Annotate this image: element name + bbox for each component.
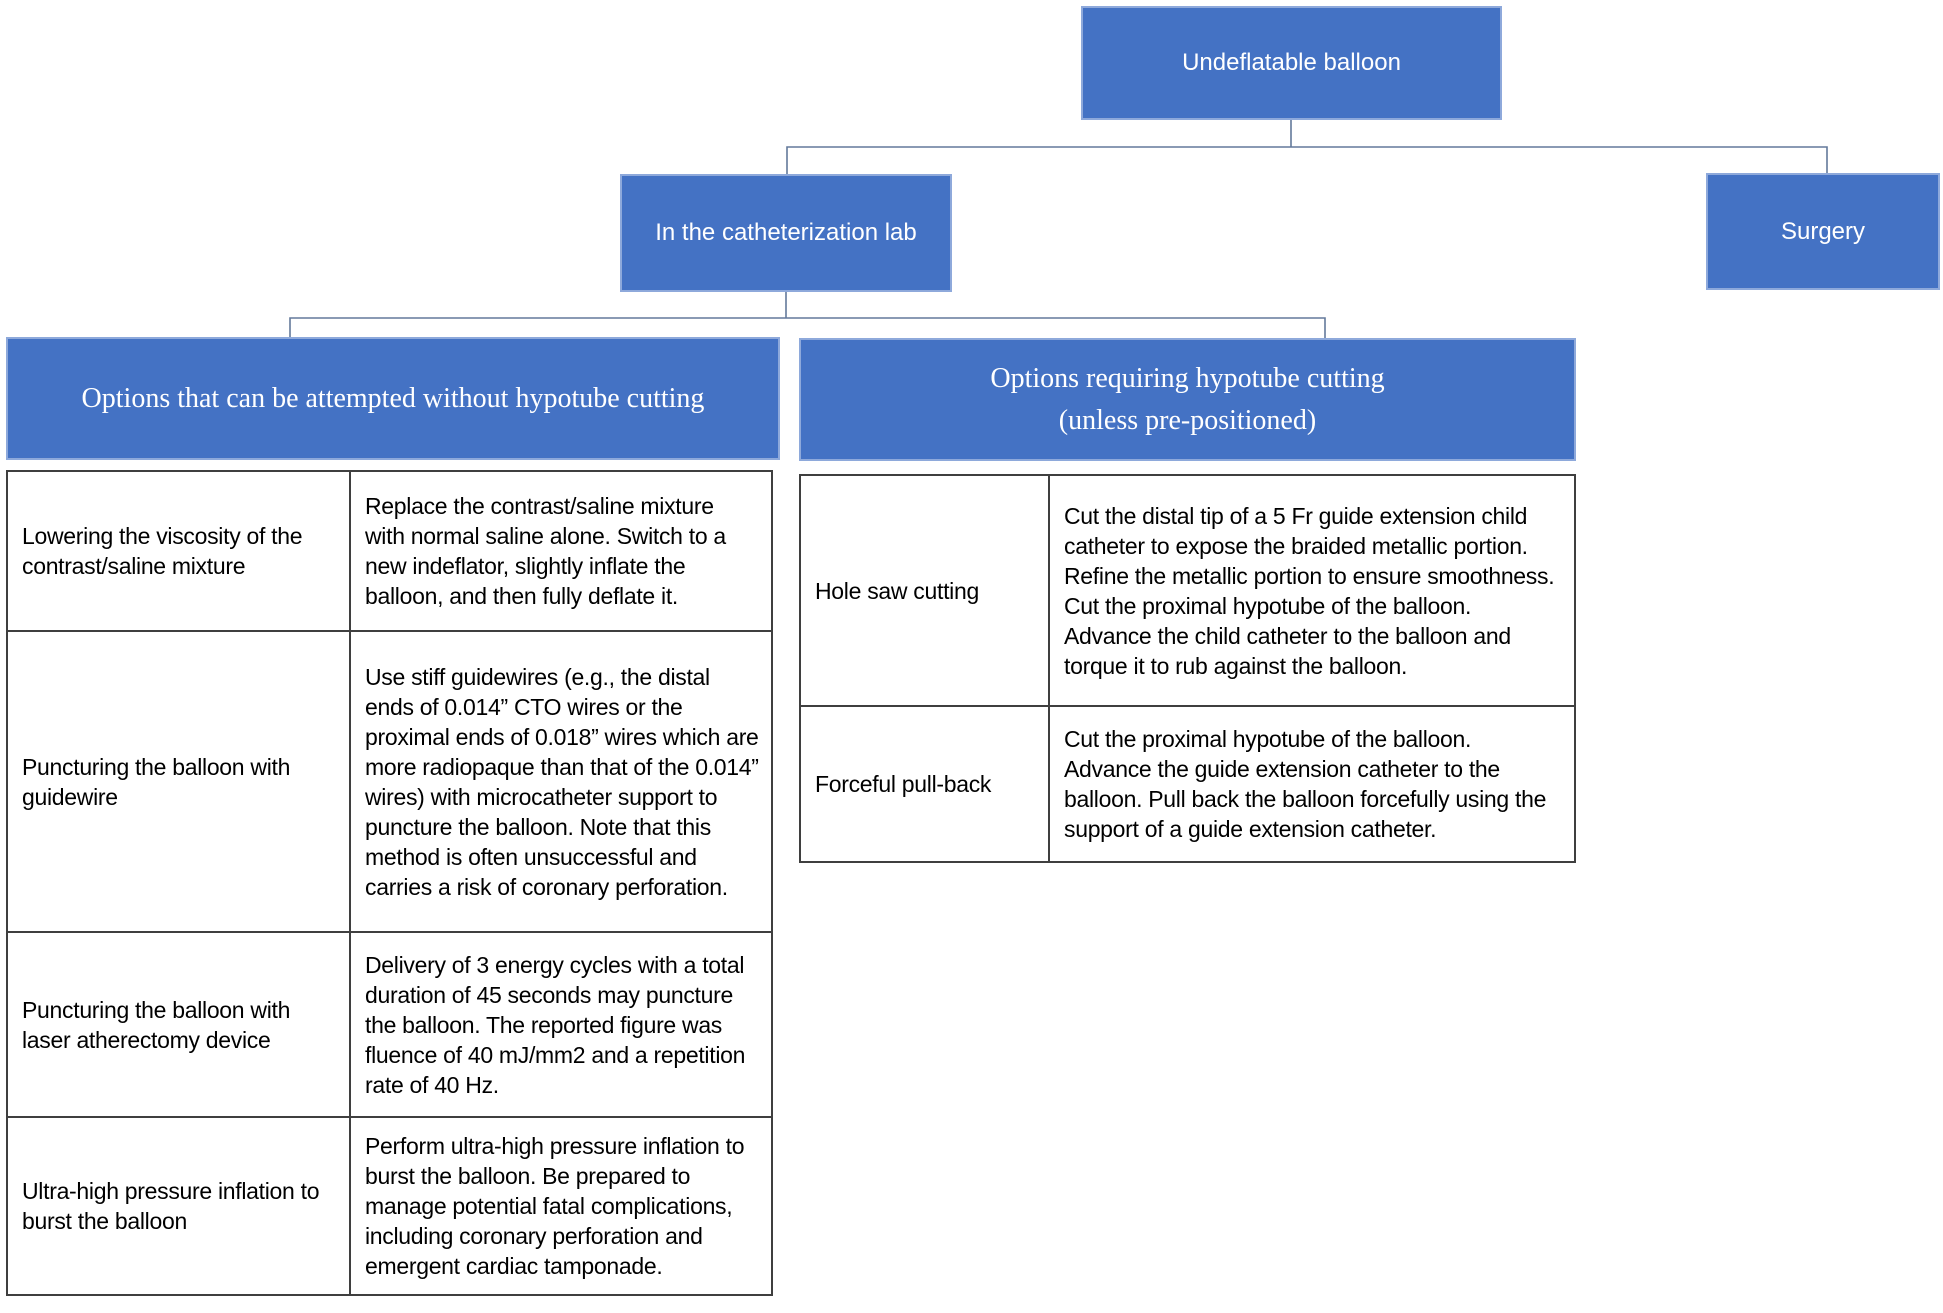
- table-row: Puncturing the balloon with guidewire Us…: [8, 630, 771, 931]
- node-undeflatable-balloon: Undeflatable balloon: [1081, 6, 1502, 120]
- description-cell: Perform ultra-high pressure inflation to…: [365, 1133, 745, 1279]
- option-cell: Ultra-high pressure inflation to burst t…: [8, 1118, 351, 1294]
- description-cell: Cut the distal tip of a 5 Fr guide exten…: [1064, 502, 1555, 679]
- description-cell: Use stiff guidewires (e.g., the distal e…: [365, 663, 759, 900]
- connector-root-branches: [786, 120, 1828, 174]
- header-requiring-hypotube-line2: (unless pre-positioned): [1058, 404, 1317, 436]
- table-row: Forceful pull-back Cut the proximal hypo…: [801, 705, 1574, 861]
- table-without-hypotube-options: Lowering the viscosity of the contrast/s…: [6, 470, 773, 1296]
- table-row: Puncturing the balloon with laser athere…: [8, 931, 771, 1116]
- node-surgery: Surgery: [1706, 173, 1940, 290]
- option-cell: Puncturing the balloon with laser athere…: [8, 933, 351, 1116]
- option-cell: Lowering the viscosity of the contrast/s…: [8, 472, 351, 630]
- table-row: Hole saw cutting Cut the distal tip of a…: [801, 476, 1574, 705]
- description-cell: Cut the proximal hypotube of the balloon…: [1064, 726, 1547, 842]
- node-surgery-label: Surgery: [1780, 217, 1866, 245]
- table-row: Lowering the viscosity of the contrast/s…: [8, 472, 771, 630]
- connector-cathlab-branches: [289, 292, 1326, 338]
- description-cell: Replace the contrast/saline mixture with…: [365, 493, 726, 609]
- description-cell: Delivery of 3 energy cycles with a total…: [365, 951, 746, 1098]
- option-cell: Forceful pull-back: [801, 707, 1050, 861]
- table-hypotube-cutting-options: Hole saw cutting Cut the distal tip of a…: [799, 474, 1576, 863]
- table-row: Ultra-high pressure inflation to burst t…: [8, 1116, 771, 1294]
- node-undeflatable-balloon-label: Undeflatable balloon: [1182, 49, 1401, 77]
- header-without-hypotube-cutting: Options that can be attempted without hy…: [6, 337, 780, 460]
- node-catheterization-lab: In the catheterization lab: [620, 174, 952, 292]
- option-cell: Puncturing the balloon with guidewire: [8, 632, 351, 931]
- node-catheterization-lab-label: In the catheterization lab: [655, 219, 917, 247]
- header-requiring-hypotube-cutting: Options requiring hypotube cutting (unle…: [799, 338, 1576, 461]
- header-requiring-hypotube-line1: Options requiring hypotube cutting: [990, 362, 1385, 394]
- option-cell: Hole saw cutting: [801, 476, 1050, 705]
- header-without-hypotube-cutting-label: Options that can be attempted without hy…: [81, 382, 705, 414]
